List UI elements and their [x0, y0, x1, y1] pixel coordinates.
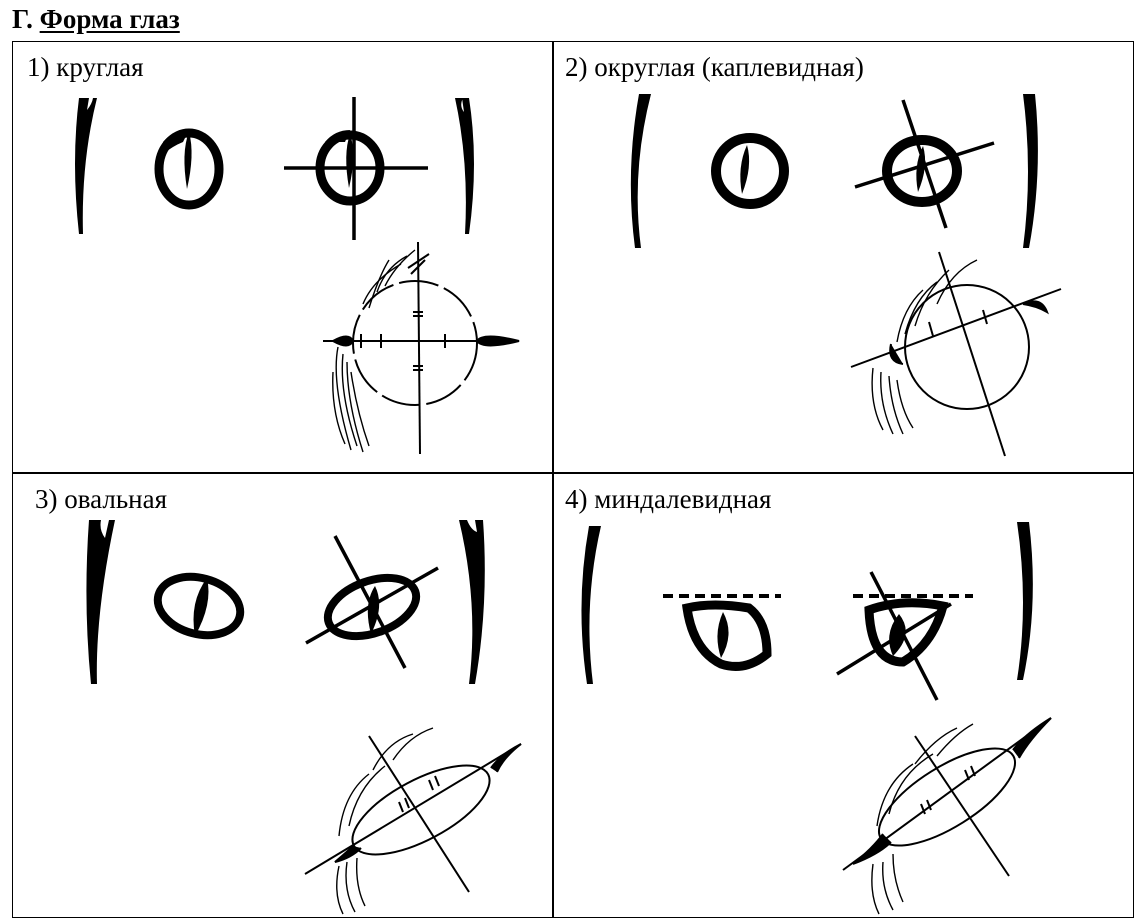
section-heading: Г. Форма глаз — [12, 2, 180, 36]
eye-almond-plain — [663, 594, 781, 671]
face-bracket-left — [75, 98, 97, 234]
face-bracket-right — [1023, 94, 1038, 248]
face-bracket-right — [455, 98, 474, 234]
almond-eye-illustration — [581, 522, 1052, 915]
eye-round-plain — [154, 128, 224, 210]
eye-rounded-plain — [711, 133, 789, 209]
oval-eye-illustration — [86, 520, 522, 915]
table-divider-horizontal — [13, 472, 1133, 474]
face-bracket-left — [630, 94, 651, 248]
cell-label-almond: 4) миндалевидная — [565, 484, 772, 514]
round-eye-illustration — [75, 97, 520, 455]
cell-label-round: 1) круглая — [27, 52, 144, 82]
eye-round-measured — [284, 97, 428, 240]
face-bracket-right — [1017, 522, 1033, 680]
rounded-eye-illustration — [630, 94, 1062, 457]
eye-almond-measured — [836, 571, 973, 701]
face-bracket-left — [581, 526, 601, 684]
eye-oval-sketch — [304, 727, 522, 915]
eye-oval-plain — [153, 572, 245, 640]
eye-rounded-measured — [854, 99, 995, 229]
face-bracket-right — [459, 520, 485, 684]
heading-title: Форма глаз — [39, 4, 180, 34]
cell-rounded-drop: 2) округлая (каплевидная) — [553, 42, 1135, 472]
eye-shape-table: 1) круглая — [12, 41, 1134, 918]
cell-label-rounded-drop: 2) округлая (каплевидная) — [565, 52, 864, 82]
table-divider-vertical — [552, 42, 554, 917]
eye-oval-measured — [305, 535, 439, 669]
cell-almond: 4) миндалевидная — [553, 474, 1135, 918]
cell-oval: 3) овальная — [13, 474, 552, 918]
cell-label-oval: 3) овальная — [35, 484, 167, 514]
cell-round: 1) круглая — [13, 42, 552, 472]
eye-round-sketch — [323, 241, 520, 455]
face-bracket-left — [86, 520, 115, 684]
eye-rounded-sketch — [850, 251, 1062, 457]
eye-almond-sketch — [842, 717, 1052, 915]
heading-prefix: Г. — [12, 4, 33, 34]
